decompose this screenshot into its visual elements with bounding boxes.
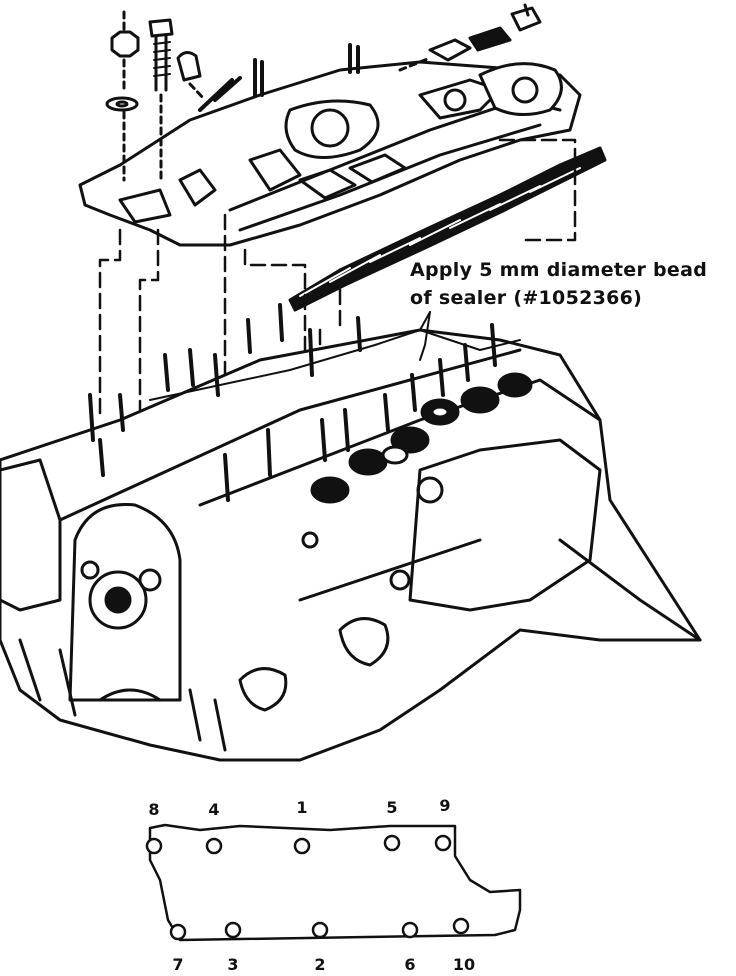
engine-block: [0, 328, 702, 762]
bolt-hole-6: [401, 921, 419, 939]
bolt-number-7: 7: [172, 955, 184, 974]
bolt-holes: [145, 834, 470, 941]
callout-line-1: Apply 5 mm diameter bead: [410, 259, 708, 281]
bolt-number-10: 10: [452, 955, 476, 974]
bolt-number-4: 4: [208, 800, 220, 819]
head-studs: [88, 303, 497, 502]
bolt-sequence-gasket: [148, 823, 522, 942]
bolt-hole-5: [383, 834, 401, 852]
bolt-hole-2: [311, 921, 329, 939]
sealer-bead: [288, 146, 607, 312]
bolt-hole-9: [434, 834, 452, 852]
bolt-hole-1: [293, 837, 311, 855]
intake-manifold: [78, 43, 582, 247]
fastener-hardware: [105, 3, 542, 182]
bolt-number-1: 1: [296, 798, 308, 817]
callout-line-2: of sealer (#1052366): [410, 287, 643, 309]
callout-leaders: [149, 311, 521, 401]
valve-train: [310, 372, 533, 504]
bolt-number-3: 3: [227, 955, 239, 974]
bolt-hole-10: [452, 917, 470, 935]
bolt-number-5: 5: [386, 798, 398, 817]
bolt-number-2: 2: [314, 955, 326, 974]
bolt-number-6: 6: [404, 955, 416, 974]
bolt-number-9: 9: [439, 796, 451, 815]
bolt-hole-4: [205, 837, 223, 855]
bolt-number-8: 8: [148, 800, 160, 819]
sealer-callout: Apply 5 mm diameter bead of sealer (#105…: [410, 256, 707, 312]
bolt-hole-3: [224, 921, 242, 939]
bolt-hole-7: [169, 923, 187, 941]
bolt-hole-8: [145, 837, 163, 855]
